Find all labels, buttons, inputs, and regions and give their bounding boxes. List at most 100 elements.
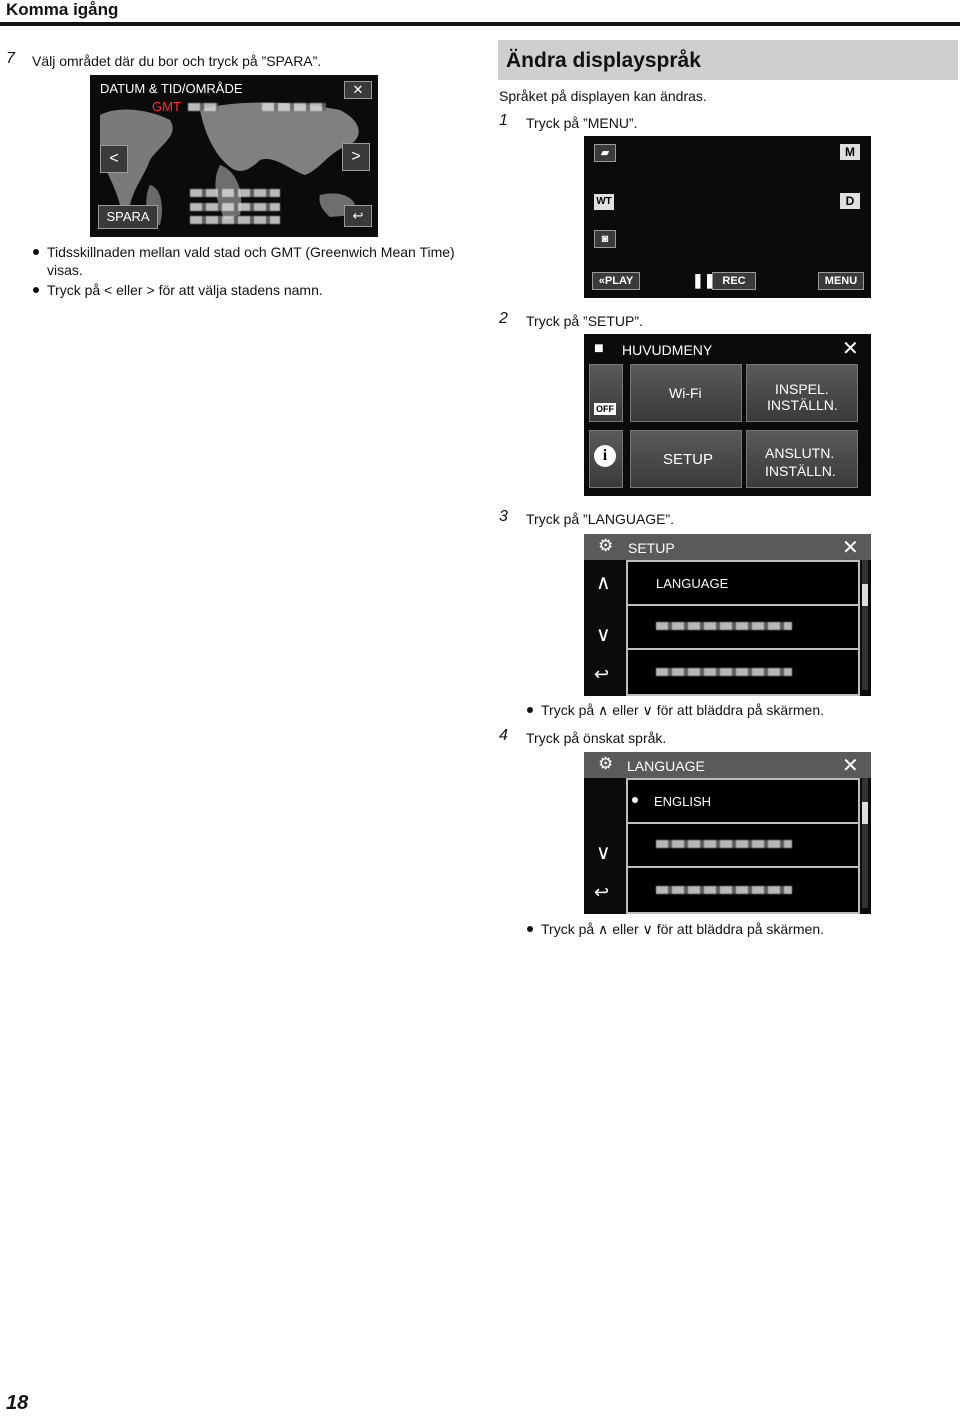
m-mode-button[interactable]: M [840,144,860,160]
list-item[interactable] [626,648,860,696]
wifi-label: Wi-Fi [669,385,702,401]
blurred-item-text [656,622,792,630]
step-text: Tryck på ”SETUP”. [526,313,643,329]
pause-icon: ❚❚ [692,272,716,288]
list-item[interactable] [626,604,860,650]
intro-text: Språket på displayen kan ändras. [499,88,707,104]
city-name-blur [262,103,326,111]
step-number: 1 [499,112,508,129]
bullet-scroll: Tryck på ∧ eller ∨ för att bläddra på sk… [527,920,941,938]
wireless-off-button[interactable]: OFF [589,364,623,422]
heading-box: Ändra displayspråk [498,40,958,80]
step-number: 4 [499,727,508,744]
bullet-or: eller [612,921,639,937]
page-number: 18 [6,1392,29,1414]
language-title: LANGUAGE [627,758,705,774]
step-number: 7 [6,50,15,67]
scroll-up-button[interactable]: ∧ [596,572,611,594]
setup-tile[interactable]: SETUP [630,430,742,488]
blurred-item-text [656,886,792,894]
gmt-label: GMT [152,99,181,114]
list-item[interactable] [626,866,860,914]
off-badge: OFF [594,403,616,415]
video-mode-button[interactable]: ▰ [594,144,616,162]
close-icon[interactable]: ✕ [842,755,859,777]
scroll-down-button[interactable]: ∨ [596,842,611,864]
section-title: Komma igång [6,0,119,19]
rec-settings-label-1: INSPEL. [775,381,829,397]
world-map [100,102,359,225]
video-camera-icon: ■ [594,340,604,357]
info-button[interactable]: i [589,430,623,488]
date-blur-3 [190,216,280,224]
close-icon[interactable]: ✕ [842,537,859,559]
english-menu-item[interactable]: ENGLISH [626,778,860,824]
gmt-offset-blur [188,103,218,111]
back-button[interactable]: ↩ [344,205,372,227]
language-screen: ⚙ LANGUAGE ✕ ∨ ↩ ENGLISH [584,752,871,914]
language-menu-item[interactable]: LANGUAGE [626,560,860,606]
chevron-up-icon: ∧ [598,702,609,718]
scroll-down-button[interactable]: ∨ [596,624,611,646]
language-label: LANGUAGE [656,576,729,591]
rewind-icon: « [598,275,605,287]
return-icon[interactable]: ↩ [594,664,610,684]
scrollbar-thumb[interactable] [862,802,868,824]
info-icon: i [594,445,616,467]
prev-city-button[interactable]: < [100,145,128,173]
play-button[interactable]: «PLAY [592,272,640,290]
selected-dot-icon [632,797,638,803]
date-time-screen: DATUM & TID/OMRÅDE GMT ✕ < > SPARA ↩ [90,75,378,237]
screen-title: DATUM & TID/OMRÅDE [100,81,243,96]
step-text: Tryck på önskat språk. [526,730,667,746]
rec-button[interactable]: REC [712,272,756,290]
bullet-suffix: för att bläddra på skärmen. [656,702,824,718]
setup-screen: ⚙ SETUP ✕ ∧ ∨ ↩ LANGUAGE [584,534,871,696]
chevron-left-icon: < [104,282,113,298]
bullet-or: eller [612,702,639,718]
scrollbar[interactable] [862,560,868,690]
blurred-item-text [656,840,792,848]
step-text: Tryck på ”MENU”. [526,115,638,131]
setup-label: SETUP [663,451,714,468]
step-number: 3 [499,508,508,525]
scrollbar[interactable] [862,778,868,908]
menu-title: HUVUDMENY [622,342,713,358]
wifi-tile[interactable]: Wi-Fi [630,364,742,422]
chevron-right-icon: > [351,148,361,165]
setup-title: SETUP [628,540,675,556]
page-heading: Ändra displayspråk [506,49,701,72]
close-button[interactable]: ✕ [344,81,372,99]
save-button[interactable]: SPARA [98,205,158,229]
camera-icon: ◙ [601,233,609,245]
bullet-suffix: för att bläddra på skärmen. [656,921,824,937]
live-view-screen: ▰ M WT D ◙ «PLAY ❚❚ REC MENU [584,136,871,298]
return-icon[interactable]: ↩ [594,882,610,902]
menu-button[interactable]: MENU [818,272,864,290]
english-label: ENGLISH [654,794,712,809]
list-item[interactable] [626,822,860,868]
bullet-select-city: Tryck på < eller > för att välja stadens… [33,281,467,299]
next-city-button[interactable]: > [342,143,370,171]
scrollbar-thumb[interactable] [862,584,868,606]
connection-settings-tile[interactable]: ANSLUTN. INSTÄLLN. [746,430,858,488]
language-header: ⚙ LANGUAGE ✕ [584,752,871,778]
close-icon: ✕ [352,82,364,97]
snapshot-button[interactable]: ◙ [594,230,616,248]
wt-button[interactable]: WT [594,194,614,210]
step-text: Välj området där du bor och tryck på ”SP… [32,53,322,69]
chevron-up-icon: ∧ [598,921,609,937]
bullet-suffix: för att välja stadens namn. [158,282,323,298]
bullet-prefix: Tryck på [541,921,595,937]
connection-settings-label-2: INSTÄLLN. [765,463,836,479]
play-label: PLAY [604,275,634,287]
close-icon[interactable]: ✕ [842,338,859,360]
chevron-down-icon: ∨ [642,702,653,718]
chevron-right-icon: > [146,282,155,298]
title-rule [0,22,960,26]
connection-settings-label-1: ANSLUTN. [765,445,835,461]
d-button[interactable]: D [840,193,860,209]
bullet-time-diff: Tidsskillnaden mellan vald stad och GMT … [33,243,467,279]
rec-settings-tile[interactable]: INSPEL. INSTÄLLN. [746,364,858,422]
step-number: 2 [499,310,508,327]
